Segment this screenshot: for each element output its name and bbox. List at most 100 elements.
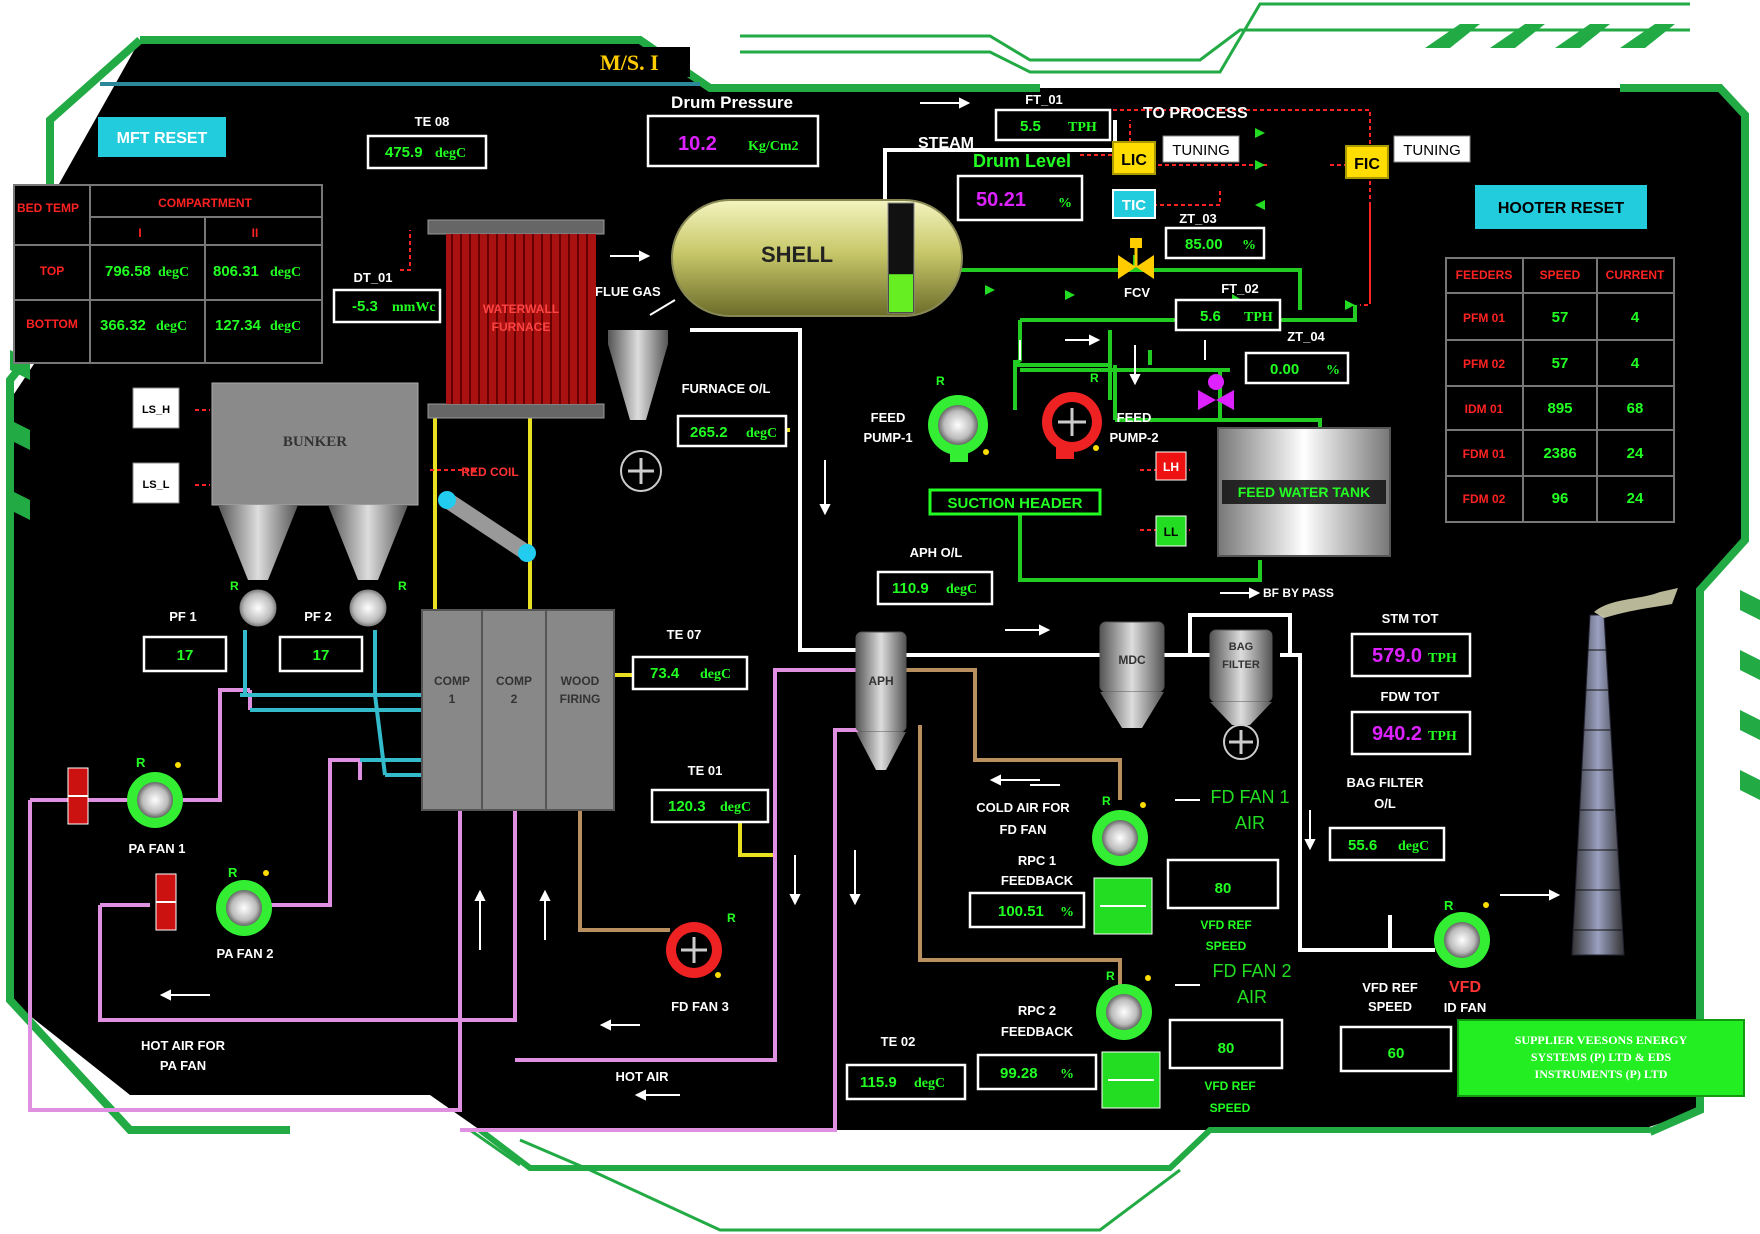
mft-reset-button[interactable]: MFT RESET xyxy=(98,117,226,157)
col2-label: II xyxy=(252,226,259,240)
pa-fan-2-label: PA FAN 2 xyxy=(216,946,273,961)
bed-temp-table: BED TEMP COMPARTMENT I II TOP BOTTOM 796… xyxy=(13,184,323,364)
zt03-value: 85.00 xyxy=(1185,236,1223,253)
control-valve-icon[interactable] xyxy=(1198,374,1234,410)
feeders-header-1: FEEDERS xyxy=(1456,268,1513,282)
pa-fan-1-icon[interactable]: R xyxy=(127,755,183,828)
fd-fan-3-icon[interactable]: R xyxy=(666,911,736,978)
ft02-tag: FT_02 xyxy=(1221,281,1259,296)
level-low-alarm: LL xyxy=(1155,515,1187,547)
red-coil-pipe xyxy=(438,491,536,562)
compartment-label: COMPARTMENT xyxy=(158,196,252,210)
drum-pressure-indicator: Drum Pressure 10.2 Kg/Cm2 xyxy=(646,93,820,168)
pa-fan-2-damper-icon[interactable] xyxy=(155,873,177,931)
level-high-alarm: LH xyxy=(1155,451,1187,481)
drum-pressure-unit: Kg/Cm2 xyxy=(748,139,799,154)
feed-pump-1-icon[interactable]: R xyxy=(928,374,989,462)
feed-pump-2-icon[interactable]: R xyxy=(1042,371,1102,459)
drum-level-value: 50.21 xyxy=(976,189,1026,211)
furnace-ol-label: FURNACE O/L xyxy=(682,381,771,396)
zt04-unit: % xyxy=(1326,363,1340,378)
supplier-line3: INSTRUMENTS (P) LTD xyxy=(1535,1067,1668,1081)
fd-fan-1-label-line2: AIR xyxy=(1235,813,1265,833)
furnace-ol-indicator: FURNACE O/L 265.2 degC xyxy=(676,381,788,448)
lic-controller[interactable]: LIC xyxy=(1112,141,1156,175)
fic-controller[interactable]: FIC xyxy=(1345,145,1389,179)
boiler-shell-drum: SHELL xyxy=(671,199,963,317)
tic-controller[interactable]: TIC xyxy=(1112,189,1156,219)
zt03-tag: ZT_03 xyxy=(1179,211,1217,226)
te01-tag: TE 01 xyxy=(688,763,723,778)
flow-arrows xyxy=(159,97,1561,1101)
furnace-ol-value: 265.2 xyxy=(690,424,728,441)
te08-tag: TE 08 xyxy=(415,114,450,129)
cold-air-label-line1: COLD AIR FOR xyxy=(976,800,1070,815)
fic-tuning-label: TUNING xyxy=(1403,142,1461,159)
steam-label: STEAM xyxy=(918,135,974,152)
fd-fan-2-speed-indicator: 80 xyxy=(1168,1018,1284,1070)
level-switch-low: LS_L xyxy=(132,462,180,504)
feeders-row1-current: 4 xyxy=(1631,309,1640,326)
rpc1-label-line2: FEEDBACK xyxy=(1001,873,1074,888)
pa-fan-1-damper-icon[interactable] xyxy=(67,767,89,825)
wood-label-line1: WOOD xyxy=(561,674,600,688)
ft02-indicator: FT_02 5.6 TPH xyxy=(1174,281,1282,332)
aph-ol-indicator: APH O/L 110.9 degC xyxy=(876,545,994,606)
to-process-label: TO PROCESS xyxy=(1143,105,1248,122)
te01-unit: degC xyxy=(720,800,751,815)
comp2-label-line1: COMP xyxy=(496,674,532,688)
pf1-label: PF 1 xyxy=(169,609,196,624)
fd-fan-2-run-mark: R xyxy=(1106,969,1115,983)
te02-unit: degC xyxy=(914,1076,945,1091)
fdw-tot-unit: TPH xyxy=(1428,729,1457,744)
fic-label: FIC xyxy=(1354,156,1380,173)
feeders-row1-speed: 57 xyxy=(1552,309,1569,326)
bf-bypass-label: BF BY PASS xyxy=(1263,586,1334,600)
feed-pump-1-label-line2: PUMP-1 xyxy=(863,430,912,445)
rpc1-unit: % xyxy=(1060,905,1074,920)
id-fan-icon[interactable]: R xyxy=(1434,898,1490,968)
feeders-row4-current: 24 xyxy=(1627,445,1644,462)
pf2-feeder-icon[interactable]: R xyxy=(346,579,407,630)
fuel-bunker: BUNKER xyxy=(211,382,419,580)
feeders-row1-name: PFM 01 xyxy=(1463,311,1505,325)
feeders-row5-name: FDM 02 xyxy=(1463,492,1506,506)
ft01-value: 5.5 xyxy=(1020,118,1041,135)
fd-fan-1-icon[interactable]: R xyxy=(1092,794,1148,866)
bag-filter-ol-unit: degC xyxy=(1398,839,1429,854)
feed-pump-1-run-mark: R xyxy=(936,374,945,388)
id-fan-speed-indicator: 60 xyxy=(1339,1025,1453,1073)
pf2-value: 17 xyxy=(313,647,330,664)
pf1-feeder-icon[interactable]: R xyxy=(230,579,280,630)
waterwall-label-line1: WATERWALL xyxy=(483,302,559,316)
fd-fan-3-label: FD FAN 3 xyxy=(671,999,729,1014)
fd-fan-1-speed-indicator: 80 xyxy=(1166,858,1280,910)
wood-label-line2: FIRING xyxy=(560,692,601,706)
pa-fan-1-run-mark: R xyxy=(136,755,146,770)
pf2-run-mark: R xyxy=(398,579,407,593)
pa-fan-2-icon[interactable]: R xyxy=(216,865,272,936)
hooter-reset-button[interactable]: HOOTER RESET xyxy=(1475,185,1647,229)
fic-tuning-button[interactable]: TUNING xyxy=(1393,135,1471,163)
dt01-unit: mmWc xyxy=(392,300,436,315)
aph-ol-label: APH O/L xyxy=(910,545,963,560)
te02-tag: TE 02 xyxy=(881,1034,916,1049)
fd-fan-1-speed-value: 80 xyxy=(1215,880,1232,897)
bed-bottom1-value: 366.32 xyxy=(100,317,146,334)
te07-indicator: TE 07 73.4 degC xyxy=(631,627,749,691)
dt01-value: -5.3 xyxy=(352,298,378,315)
id-fan-speed-value: 60 xyxy=(1388,1045,1405,1062)
lic-tuning-button[interactable]: TUNING xyxy=(1162,135,1240,163)
ft01-unit: TPH xyxy=(1068,120,1097,135)
fd-fan-2-icon[interactable]: R xyxy=(1096,969,1152,1040)
fd-fan-2-label-line1: FD FAN 2 xyxy=(1212,961,1291,981)
stm-tot-label: STM TOT xyxy=(1382,611,1439,626)
supplier-line2: SYSTEMS (P) LTD & EDS xyxy=(1531,1050,1672,1064)
comp1-label-line2: 1 xyxy=(449,692,456,706)
te08-indicator: TE 08 475.9 degC xyxy=(366,114,488,170)
pf1-run-mark: R xyxy=(230,579,239,593)
fcv-valve-icon[interactable]: FCV xyxy=(1118,238,1154,300)
hot-air-pa-label-line1: HOT AIR FOR xyxy=(141,1038,226,1053)
dt01-tag: DT_01 xyxy=(353,270,392,285)
cold-air-label-line2: FD FAN xyxy=(1000,822,1047,837)
